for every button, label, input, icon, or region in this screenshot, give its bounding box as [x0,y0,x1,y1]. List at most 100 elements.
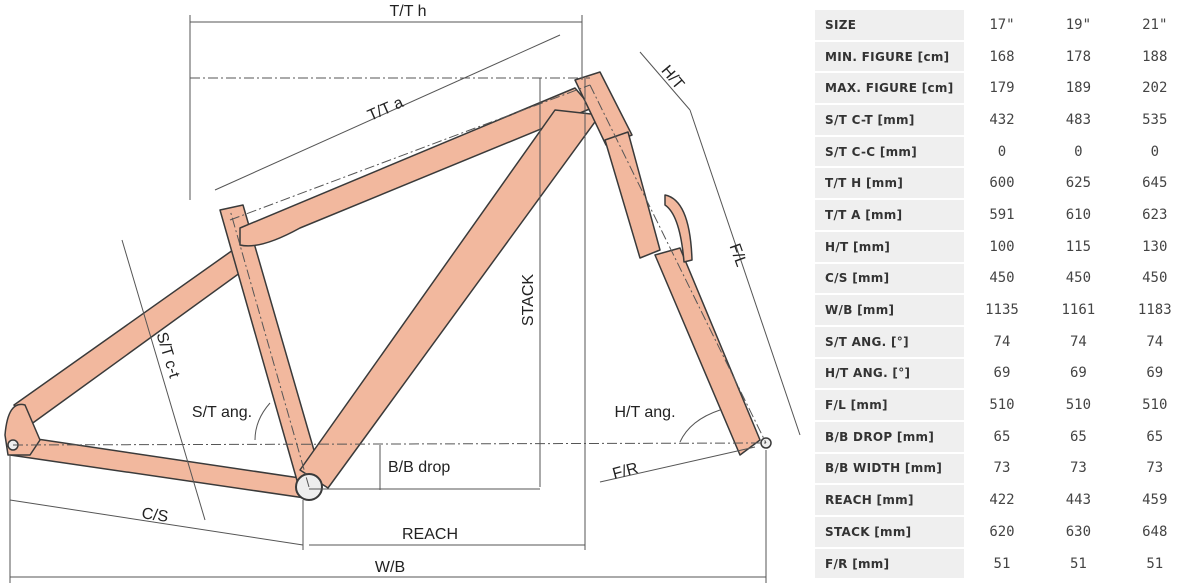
cell-value: 0 [1150,143,1159,160]
bike-frame-diagram: T/T h T/T a H/T F/L STACK S/T c-t S/T an… [4,3,801,583]
cell-value: 69 [993,365,1011,382]
seat-tube [219,204,323,485]
label-cs: C/S [141,505,170,526]
table-header-row: SIZE 17" 19" 21" [815,10,1193,40]
table-row: B/B WIDTH [mm] 73 73 73 [815,453,1193,484]
row-label: F/R [mm] [815,548,964,579]
label-ht: H/T [658,62,688,93]
size-17: 17" [989,16,1015,33]
cell-value: 510 [989,397,1015,414]
cell-value: 535 [1142,111,1168,128]
seatstay [13,244,256,426]
cell-value: 51 [993,555,1011,572]
label-fr: F/R [611,460,640,483]
cell-value: 510 [1065,397,1092,414]
cell-value: 100 [989,238,1015,255]
row-label: W/B [mm] [815,295,964,325]
cell-value: 450 [1142,270,1168,287]
cell-value: 188 [1142,48,1168,65]
cell-value: 450 [989,270,1015,287]
cell-value: 51 [1146,555,1164,572]
table-row: STACK [mm] 620 630 648 [815,517,1193,547]
label-tt-h: T/T h [389,3,426,20]
cell-value: 65 [1146,428,1164,445]
row-label: C/S [mm] [815,263,964,294]
label-ht-ang: H/T ang. [614,404,675,421]
cell-value: 202 [1142,80,1168,97]
cell-value: 443 [1065,492,1092,509]
row-label: B/B DROP [mm] [815,421,964,452]
row-label: STACK [mm] [815,517,964,547]
cell-value: 422 [989,492,1015,509]
cell-value: 73 [993,460,1011,477]
label-fl: F/L [726,241,750,269]
row-label: F/L [mm] [815,390,964,420]
cell-value: 73 [1146,460,1164,477]
row-label: B/B WIDTH [mm] [815,453,964,484]
row-label: S/T C-C [mm] [815,136,964,167]
row-label: REACH [mm] [815,485,964,515]
cell-value: 591 [989,206,1015,223]
table-row: H/T ANG. [°] 69 69 69 [815,358,1193,389]
cell-value: 69 [1146,365,1164,382]
row-label: MIN. FIGURE [cm] [815,41,964,72]
fork-lower [654,247,761,456]
cell-value: 625 [1065,175,1092,192]
row-label: H/T [mm] [815,231,964,262]
cell-value: 630 [1065,523,1092,540]
fork-upper [604,131,661,259]
cell-value: 74 [1146,333,1164,350]
cell-value: 74 [1069,333,1087,350]
row-label: MAX. FIGURE [cm] [815,73,964,104]
cell-value: 610 [1065,206,1092,223]
size-19: 19" [1065,16,1092,33]
cell-value: 1183 [1137,302,1172,319]
cell-value: 432 [989,111,1015,128]
cell-value: 620 [989,523,1015,540]
table-row: S/T C-T [mm] 432 483 535 [815,105,1193,135]
cell-value: 623 [1142,206,1168,223]
cell-value: 179 [989,80,1015,97]
cell-value: 51 [1069,555,1087,572]
cell-value: 69 [1069,365,1087,382]
row-label: S/T ANG. [°] [815,326,964,357]
label-bb-drop: B/B drop [388,459,450,476]
cell-value: 1161 [1061,302,1096,319]
cell-value: 0 [1074,143,1083,160]
table-row: W/B [mm] 1135 1161 1183 [815,295,1193,325]
cell-value: 178 [1065,48,1092,65]
cell-value: 73 [1069,460,1087,477]
cell-value: 459 [1142,492,1168,509]
cell-value: 648 [1142,523,1168,540]
row-label: SIZE [815,10,964,40]
cell-value: 65 [993,428,1011,445]
cell-value: 74 [993,333,1011,350]
fork-arch [664,194,693,263]
row-label: S/T C-T [mm] [815,105,964,135]
size-21: 21" [1142,16,1168,33]
cell-value: 645 [1142,175,1168,192]
table-row: C/S [mm] 450 450 450 [815,263,1193,294]
cell-value: 115 [1065,238,1092,255]
cell-value: 483 [1065,111,1092,128]
head-tube [574,71,633,146]
cell-value: 0 [997,143,1007,160]
cell-value: 130 [1142,238,1168,255]
label-reach: REACH [402,526,458,543]
cell-value: 1135 [985,302,1019,319]
table-row: REACH [mm] 422 443 459 [815,485,1193,515]
label-stack: STACK [520,274,537,326]
table-row: S/T ANG. [°] 74 74 74 [815,326,1193,357]
label-st-ang: S/T ang. [192,404,252,421]
table-row: H/T [mm] 100 115 130 [815,231,1193,262]
row-label: H/T ANG. [°] [815,358,964,389]
cell-value: 600 [989,175,1015,192]
cell-value: 450 [1065,270,1092,287]
